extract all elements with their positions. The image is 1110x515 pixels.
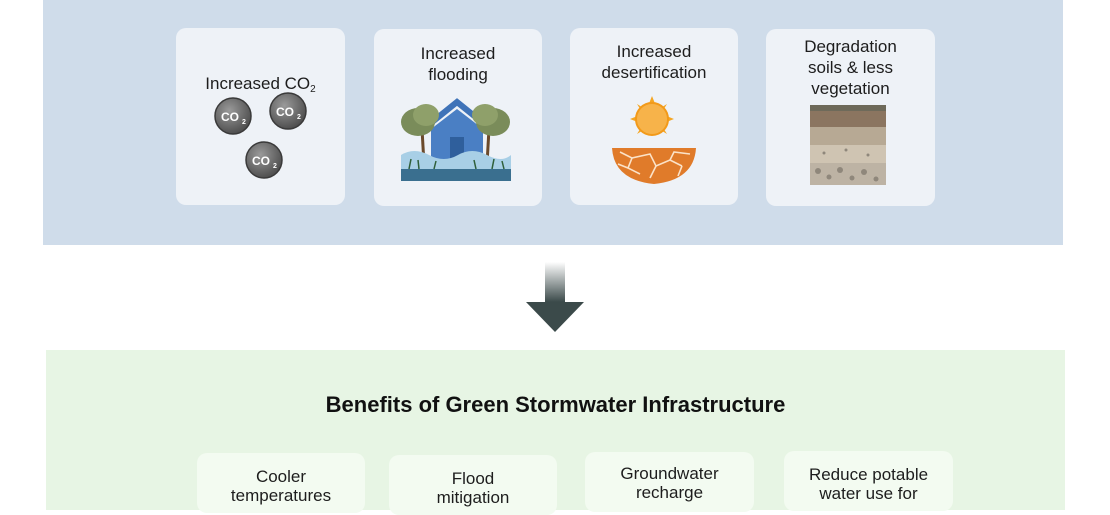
down-arrow-icon: [526, 262, 584, 332]
co2-bubble: CO 2: [214, 97, 252, 135]
svg-text:CO: CO: [276, 105, 294, 119]
svg-text:2: 2: [297, 114, 301, 121]
benefit-card-label: Cooler temperatures: [230, 467, 332, 505]
problem-card-label: Increased desertification: [601, 42, 707, 82]
problem-card-label: Degradation soils & less vegetation: [804, 37, 897, 98]
problem-card-label: Increased CO2: [205, 74, 316, 95]
svg-text:CO: CO: [252, 154, 270, 168]
problem-card-co2: Increased CO2 CO 2 CO 2 CO 2: [176, 28, 345, 205]
co2-bubble: CO 2: [245, 141, 283, 179]
sun-cracked-earth-icon: [612, 96, 696, 184]
co2-bubble: CO 2: [269, 92, 307, 130]
benefit-card-flood: Flood mitigation: [389, 455, 557, 515]
co2-bubbles-icon: CO 2 CO 2 CO 2: [214, 92, 307, 179]
svg-text:2: 2: [242, 119, 246, 126]
flooded-house-icon: [401, 98, 511, 181]
svg-text:2: 2: [273, 163, 277, 170]
benefit-card-potable: Reduce potable water use for: [784, 451, 953, 511]
problem-card-label: Increased flooding: [420, 44, 496, 84]
benefit-card-cooler: Cooler temperatures: [197, 453, 365, 513]
benefit-card-groundwater: Groundwater recharge: [585, 452, 754, 512]
problem-card-soils: Degradation soils & less vegetation: [766, 29, 935, 206]
benefits-title: Benefits of Green Stormwater Infrastruct…: [325, 392, 786, 417]
problem-card-desertification: Increased desertification: [570, 28, 738, 205]
svg-text:CO: CO: [221, 110, 239, 124]
benefit-card-label: Groundwater recharge: [620, 464, 719, 502]
benefit-card-label: Flood mitigation: [436, 469, 510, 507]
soil-layers-icon: [810, 105, 886, 185]
benefit-card-label: Reduce potable water use for: [808, 465, 929, 503]
problem-card-flooding: Increased flooding: [374, 29, 542, 206]
